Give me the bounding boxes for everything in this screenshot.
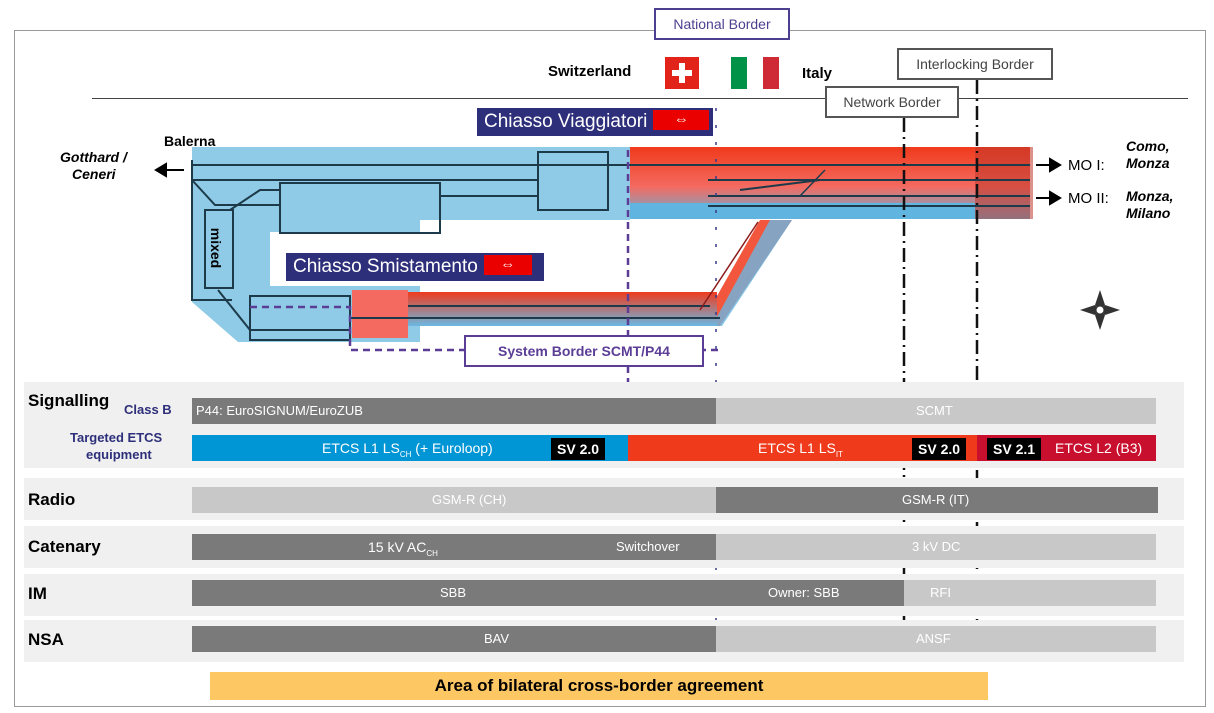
- radio-it-text: GSM-R (IT): [902, 492, 970, 507]
- mo1-label: MO I:: [1068, 157, 1105, 174]
- nsa-ch-text: BAV: [484, 631, 510, 646]
- national-border-label: National Border: [654, 8, 790, 40]
- targeted-etcs-label-2: equipment: [86, 447, 152, 462]
- etcs-ch-text: ETCS L1 LSCH (+ Euroloop): [322, 440, 493, 459]
- catenary-it-bar: 3 kV DC: [716, 534, 1156, 560]
- sbb-logo-icon: ⇔: [653, 109, 710, 130]
- chiasso-viaggiatori-label: Chiasso Viaggiatori: [484, 111, 648, 132]
- nsa-ch-bar: BAV: [192, 626, 716, 652]
- gotthard-label: Gotthard /: [60, 149, 127, 165]
- im-row-label: IM: [28, 584, 47, 603]
- class-b-it-bar: SCMT: [716, 398, 1156, 424]
- im-owner-text: Owner: SBB: [768, 585, 840, 600]
- sv-2-1-badge: SV 2.1: [987, 438, 1042, 460]
- sv-2-0-ch-badge: SV 2.0: [551, 438, 606, 460]
- etcs-l2-text: ETCS L2 (B3): [1055, 440, 1143, 456]
- sv-2-0-it-badge: SV 2.0: [912, 438, 967, 460]
- class-b-ch-text: P44: EuroSIGNUM/EuroZUB: [196, 403, 363, 418]
- mo1-destination-a: Como,: [1126, 138, 1170, 154]
- italy-label: Italy: [802, 65, 833, 82]
- signalling-row-label: Signalling: [28, 391, 110, 410]
- system-border-label: System Border SCMT/P44: [464, 335, 704, 367]
- interlocking-border-label: Interlocking Border: [897, 48, 1053, 80]
- mo1-destination-b: Monza: [1126, 155, 1170, 171]
- radio-it-bar: GSM-R (IT): [716, 487, 1158, 513]
- switchover-text: Switchover: [616, 539, 680, 554]
- agreement-area-label: Area of bilateral cross-border agreement: [210, 672, 988, 700]
- balerna-label: Balerna: [164, 133, 216, 149]
- nsa-it-bar: ANSF: [716, 626, 1156, 652]
- etcs-it-text: ETCS L1 LSIT: [758, 440, 843, 459]
- im-ch-text: SBB: [440, 585, 467, 600]
- im-it-bar: RFI: [904, 580, 1156, 606]
- radio-ch-bar: GSM-R (CH): [192, 487, 716, 513]
- network-border-label: Network Border: [825, 86, 959, 118]
- class-b-label: Class B: [124, 402, 172, 417]
- catenary-ch-text: 15 kV ACCH: [368, 539, 438, 558]
- chiasso-smistamento-label: Chiasso Smistamento: [293, 256, 478, 277]
- class-b-it-text: SCMT: [916, 403, 953, 418]
- im-it-text: RFI: [930, 585, 951, 600]
- catenary-row-label: Catenary: [28, 537, 101, 556]
- chiasso-viaggiatori-station: Chiasso Viaggiatori⇔: [477, 108, 713, 136]
- mixed-label: mixed: [208, 227, 225, 269]
- class-b-ch-bar: P44: EuroSIGNUM/EuroZUB: [192, 398, 716, 424]
- chiasso-smistamento-station: Chiasso Smistamento⇔: [286, 253, 544, 281]
- radio-ch-text: GSM-R (CH): [432, 492, 507, 507]
- ceneri-label: Ceneri: [72, 166, 116, 182]
- im-ch-bar: SBB Owner: SBB: [192, 580, 904, 606]
- catenary-it-text: 3 kV DC: [912, 539, 961, 554]
- mo2-label: MO II:: [1068, 190, 1109, 207]
- switzerland-label: Switzerland: [548, 63, 632, 80]
- smistamento-band: [352, 292, 717, 326]
- radio-row-label: Radio: [28, 490, 76, 509]
- sbb-logo-icon: ⇔: [483, 254, 532, 275]
- mo2-destination-b: Milano: [1126, 205, 1171, 221]
- swiss-flag-icon: [665, 57, 699, 89]
- targeted-etcs-label: Targeted ETCS: [70, 430, 163, 445]
- nsa-row-label: NSA: [28, 630, 64, 649]
- catenary-ch-bar: 15 kV ACCH Switchover: [192, 534, 716, 560]
- compass-icon: [1080, 290, 1120, 330]
- italian-flag-icon: [731, 57, 779, 89]
- diagram-frame: [14, 30, 1206, 707]
- header-divider: [92, 98, 1188, 99]
- nsa-it-text: ANSF: [916, 631, 951, 646]
- mo2-destination-a: Monza,: [1126, 188, 1174, 204]
